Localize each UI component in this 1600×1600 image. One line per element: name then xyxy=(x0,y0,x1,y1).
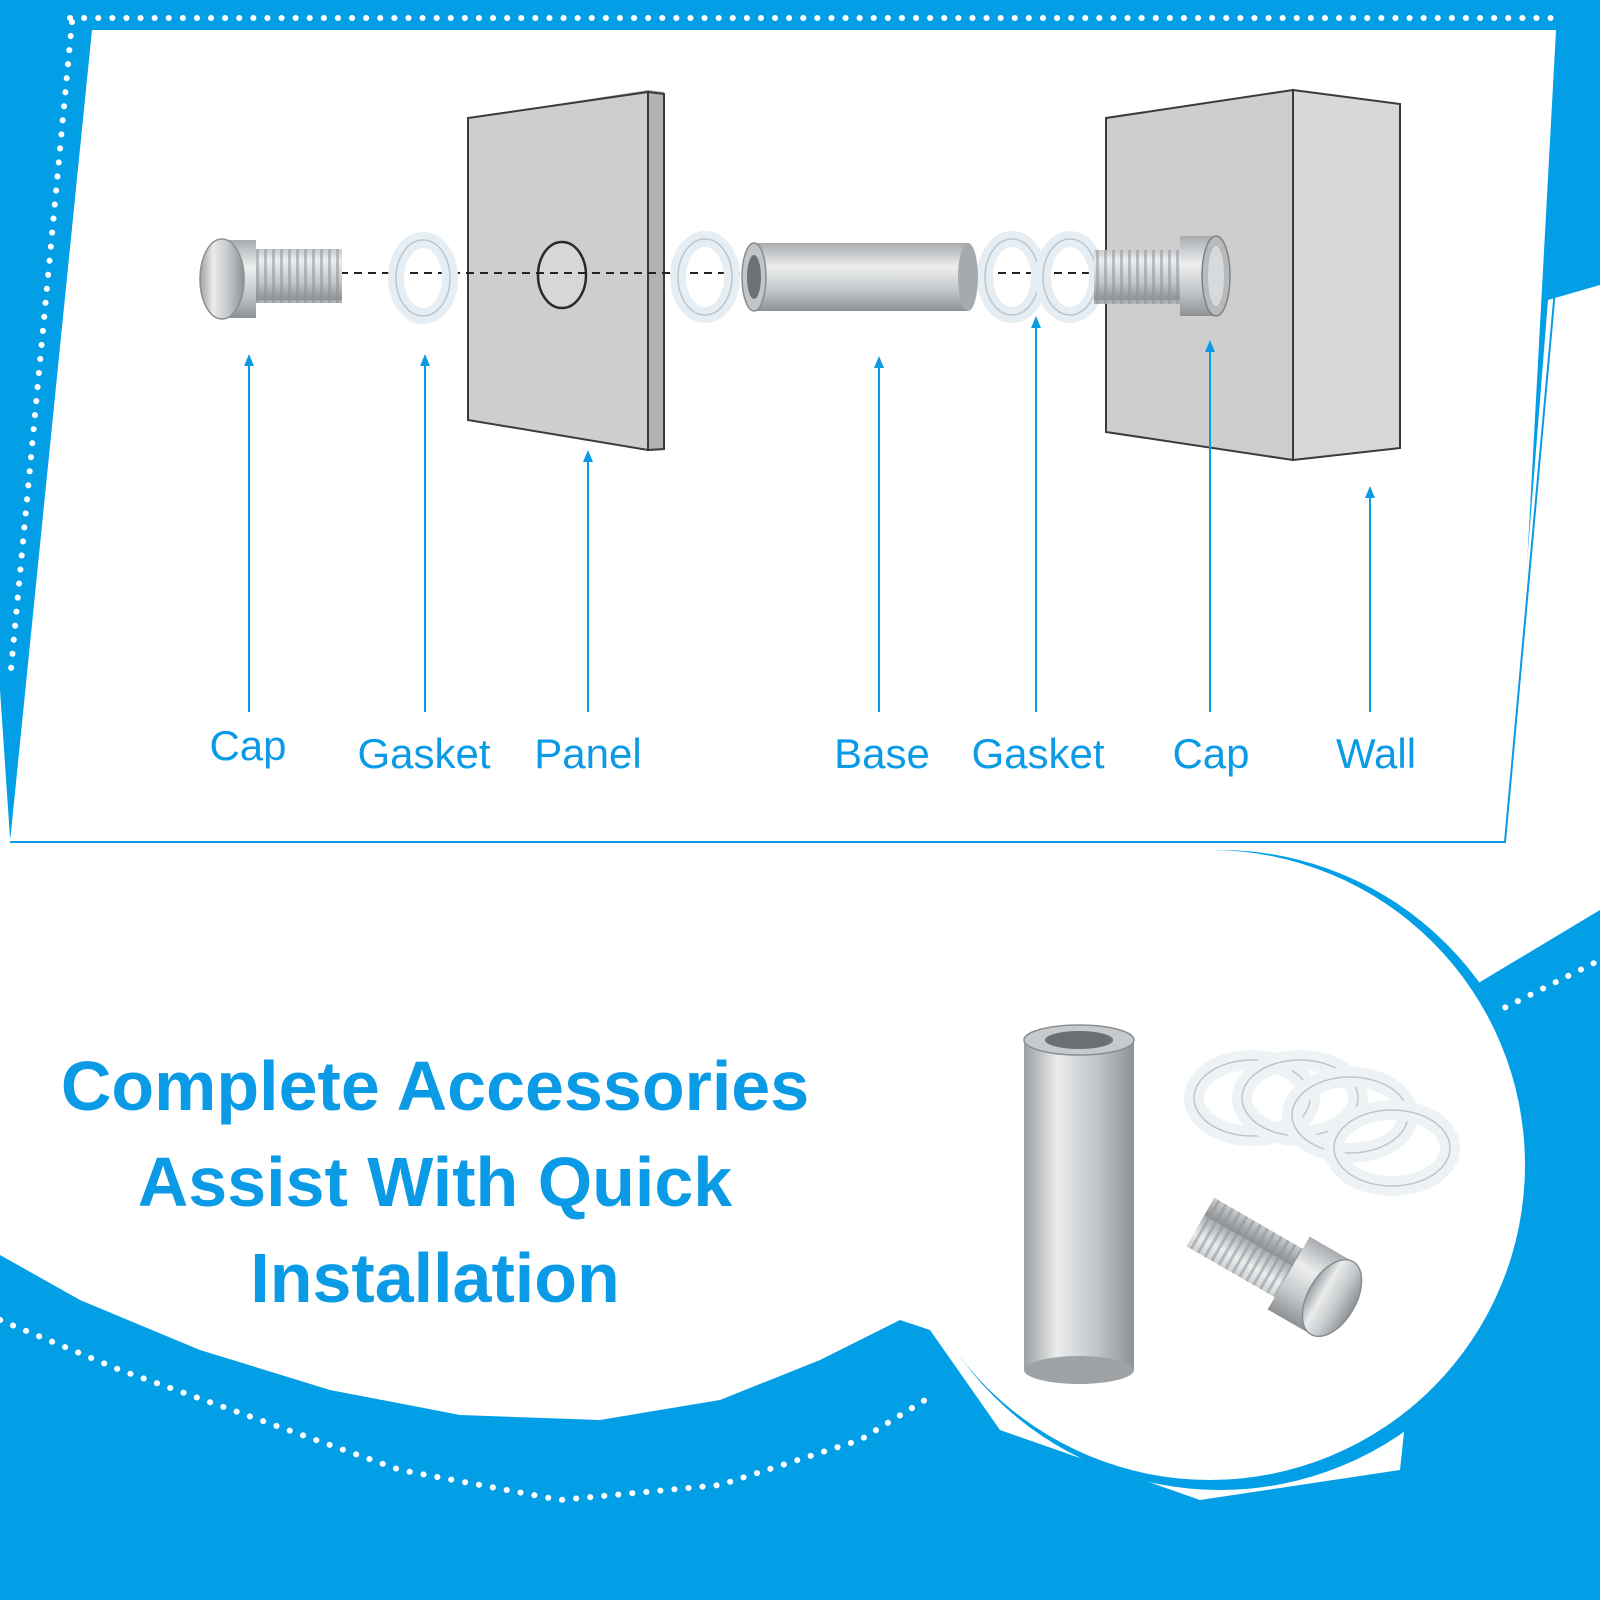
headline: Complete Accessories Assist With Quick I… xyxy=(20,1038,850,1326)
label-gasket-left: Gasket xyxy=(357,730,491,777)
label-wall: Wall xyxy=(1335,730,1417,777)
label-gasket-right: Gasket xyxy=(971,730,1105,777)
gasket-ring-icon xyxy=(1324,1100,1460,1196)
headline-line-3: Installation xyxy=(250,1239,620,1317)
callout-arrows xyxy=(244,316,1375,712)
gasket-ring-icon xyxy=(388,232,458,324)
standoff-base-icon xyxy=(741,242,978,312)
cap-screw-icon xyxy=(1186,1197,1363,1338)
standoff-base-icon xyxy=(1023,1024,1135,1384)
gasket-ring-icon xyxy=(670,231,740,323)
cap-screw-icon xyxy=(1094,235,1231,317)
product-photo-circle xyxy=(895,850,1540,1490)
label-panel: Panel xyxy=(534,730,642,777)
label-cap-right: Cap xyxy=(1172,730,1250,777)
headline-line-1: Complete Accessories xyxy=(60,1047,810,1125)
label-base: Base xyxy=(834,730,930,777)
headline-line-2: Assist With Quick xyxy=(137,1143,733,1221)
panel-icon xyxy=(467,90,665,452)
cap-screw-icon xyxy=(199,238,342,320)
label-cap-left: Cap xyxy=(209,722,287,769)
